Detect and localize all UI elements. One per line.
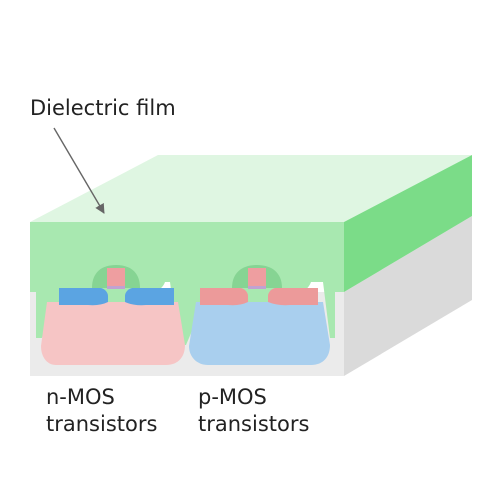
pmos-label-line1: p-MOS [198, 385, 267, 409]
nmos-gate-oxide [107, 286, 125, 289]
dielectric-film-top-face [30, 155, 472, 222]
pmos-n-well [189, 302, 330, 365]
pmos-drain-contact [268, 288, 318, 306]
pmos-gate-oxide [248, 286, 266, 289]
pmos-label-line2: transistors [198, 412, 310, 436]
nmos-p-well [41, 302, 185, 365]
nmos-label-line2: transistors [46, 412, 158, 436]
nmos-source-contact [59, 288, 108, 306]
dielectric-film-pointer-arrow [53, 127, 105, 214]
nmos-transistors-label: n-MOS transistors [46, 384, 157, 438]
dielectric-film-label: Dielectric film [30, 96, 176, 120]
nmos-drain-contact [125, 288, 174, 306]
pmos-gate-electrode [248, 268, 266, 288]
pmos-transistor [200, 265, 318, 306]
nmos-transistor [59, 265, 174, 306]
nmos-label-line1: n-MOS [46, 385, 115, 409]
pmos-source-contact [200, 288, 248, 306]
substrate-side-face [344, 216, 472, 376]
dielectric-film-front-face [30, 222, 344, 345]
pmos-transistors-label: p-MOS transistors [198, 384, 309, 438]
dielectric-film-side-face [344, 155, 472, 292]
nmos-gate-electrode [107, 268, 125, 288]
